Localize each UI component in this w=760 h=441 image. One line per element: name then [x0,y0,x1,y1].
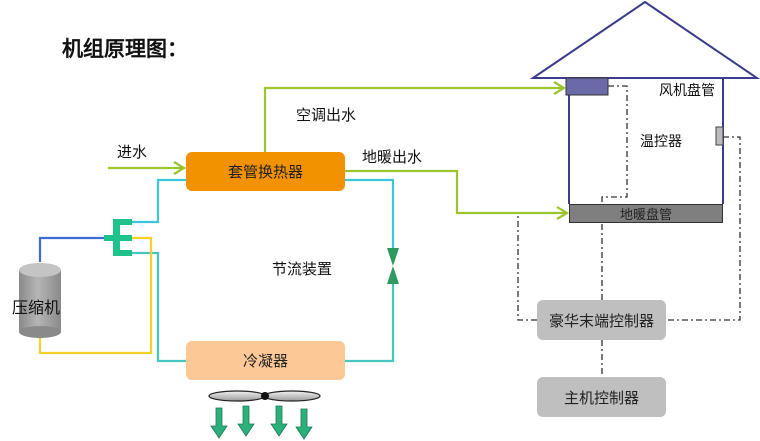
four-way-valve [104,219,132,256]
pipe-throttle-to-condenser [345,284,395,363]
label-ac-water-out: 空调出水 [296,106,357,124]
arrow-floor-out [556,206,570,220]
throttle-valve [387,248,399,284]
luxury-terminal-controller: 豪华末端控制器 [537,300,666,340]
airflow-arrow-icon [270,405,288,437]
diagram-title: 机组原理图： [62,37,188,61]
label-water-in: 进水 [117,143,148,161]
thermostat-device [715,126,724,146]
label-fan-coil: 风机盘管 [659,83,715,99]
refrigerant-pipes [38,178,395,363]
label-thermostat: 温控器 [640,134,682,150]
pipe-suction [38,236,104,262]
wire-loop-left [517,214,537,321]
airflow-arrow-icon [237,405,255,437]
wire-thermostat [666,136,741,321]
arrow-water-in [173,161,187,175]
compressor [19,263,61,338]
pipe-valve-to-condenser [132,251,186,363]
pipe-hx-to-throttle [345,178,395,248]
pipe-ac-out [263,86,562,152]
control-wiring [517,85,741,377]
floor-heating-coil: 地暖盘管 [569,204,723,223]
pipe-hx-to-valve-left [132,178,186,224]
label-throttle: 节流装置 [272,260,333,278]
house [529,0,760,204]
fan-coil-unit [565,77,609,96]
label-compressor: 压缩机 [12,298,61,317]
label-floor-heating-water-out: 地暖出水 [362,148,423,166]
arrow-ac-out [553,81,567,95]
main-controller: 主机控制器 [537,377,666,417]
wire-fan-coil [601,85,628,300]
water-pipes [108,81,570,220]
house-roof [529,0,760,79]
pipe-floor-out [345,169,565,215]
heat-exchanger: 套管换热器 [186,152,345,191]
fan-icon [208,390,321,402]
airflow-arrow-icon [210,407,228,439]
airflow-arrows [210,405,313,440]
pipe-discharge [38,236,153,355]
airflow-arrow-icon [295,408,313,440]
condenser: 冷凝器 [186,341,345,380]
